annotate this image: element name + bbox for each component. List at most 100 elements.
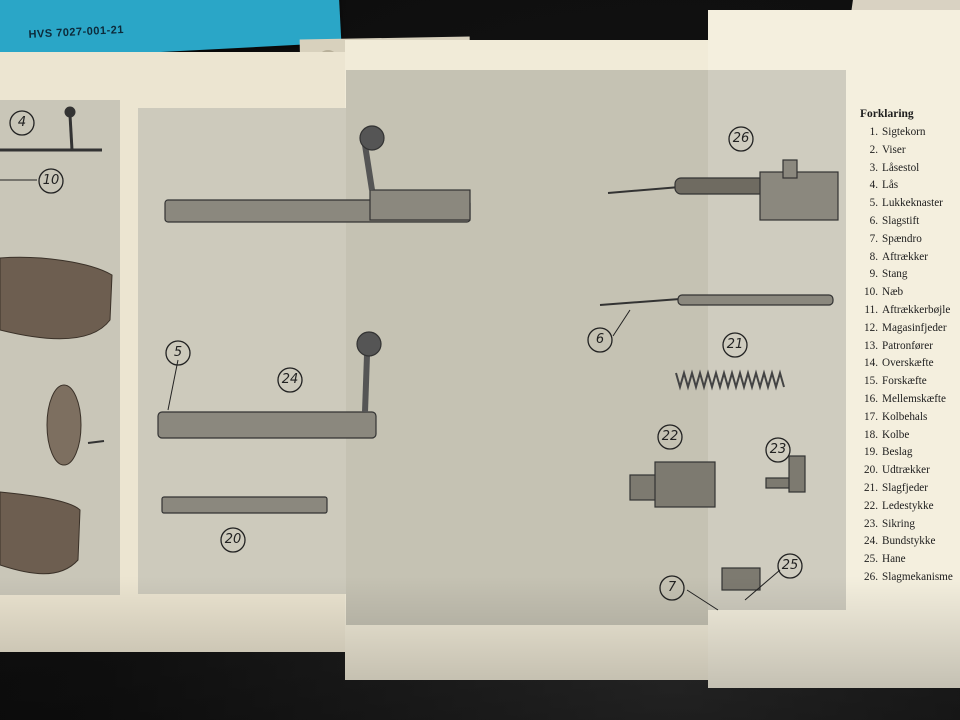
legend-item-number: 25. xyxy=(864,553,878,566)
legend-item: 9. Stang xyxy=(858,266,958,284)
legend-item-label: Sikring xyxy=(882,517,915,530)
callout-23: 23 xyxy=(769,442,787,457)
bolt-assembly-top xyxy=(164,125,471,223)
legend-item-label: Beslag xyxy=(882,446,913,459)
legend-item-label: Forskæfte xyxy=(882,375,927,388)
legend-item-label: Slagstift xyxy=(882,214,920,227)
legend-item: 25. Hane xyxy=(858,551,958,569)
legend-item: 8.Aftrækker xyxy=(858,249,958,267)
callout-21: 21 xyxy=(726,337,744,352)
legend-item-label: Næb xyxy=(882,286,904,299)
callout-10: 10 xyxy=(42,173,60,188)
legend-item-label: Magasinfjeder xyxy=(882,321,947,334)
legend-item-number: 3. xyxy=(869,161,878,174)
callout-26: 26 xyxy=(732,131,750,146)
bolt-head xyxy=(629,461,716,508)
legend-item-label: Stang xyxy=(882,268,908,281)
firing-mechanism xyxy=(607,159,839,221)
legend-item-number: 12. xyxy=(864,321,878,334)
legend-item-number: 18. xyxy=(864,428,878,441)
legend-title: Forklaring xyxy=(860,108,914,120)
mainspring xyxy=(675,369,785,391)
legend-item: 20. Udtrækker xyxy=(858,462,958,480)
leader-lines xyxy=(0,179,781,611)
callout-7: 7 xyxy=(667,580,677,595)
legend-item: 26. Slagmekanisme xyxy=(858,569,958,587)
legend-item-number: 22. xyxy=(864,499,878,512)
bolt-assembly-middle xyxy=(157,331,382,439)
legend-item: 19. Beslag xyxy=(858,444,958,462)
legend-item-number: 20. xyxy=(864,464,878,477)
callout-6: 6 xyxy=(595,332,605,347)
legend-item-label: Slagmekanisme xyxy=(882,570,953,583)
legend-item: 15. Forskæfte xyxy=(858,373,958,391)
photo-plate-parts xyxy=(708,70,846,610)
legend-item: 17.Kolbehals xyxy=(858,409,958,427)
legend-item: 24. Bundstykke xyxy=(858,533,958,551)
legend-item-label: Spændro xyxy=(882,232,922,245)
legend-item-label: Patronfører xyxy=(882,339,933,352)
callout-20: 20 xyxy=(224,532,242,547)
legend-item-number: 21. xyxy=(864,481,878,494)
legend-item: 1.Sigtekorn xyxy=(858,124,958,142)
legend-item: 3. Låsestol xyxy=(858,160,958,178)
legend-item-number: 13. xyxy=(864,339,878,352)
callout-24: 24 xyxy=(281,372,299,387)
legend-item: 5. Lukkeknaster xyxy=(858,195,958,213)
legend-item-label: Viser xyxy=(882,143,906,156)
legend-item-label: Låsestol xyxy=(882,161,920,174)
legend-item: 21. Slagfjeder xyxy=(858,480,958,498)
legend-item-number: 19. xyxy=(864,446,878,459)
legend-item-number: 2. xyxy=(869,143,878,156)
safety-part xyxy=(765,455,806,493)
legend-item: 18. Kolbe xyxy=(858,427,958,445)
stock-pieces xyxy=(0,256,113,575)
legend-item-label: Kolbe xyxy=(882,428,910,441)
legend-item-number: 1. xyxy=(869,126,878,138)
legend-item-number: 17. xyxy=(864,410,878,423)
legend-item-number: 5. xyxy=(869,197,878,210)
legend-item: 2. Viser xyxy=(858,142,958,160)
legend-item-label: Lås xyxy=(882,179,899,192)
legend-item-number: 15. xyxy=(864,375,878,388)
callout-circles xyxy=(9,110,803,601)
legend-item-label: Ledestykke xyxy=(882,499,934,512)
legend-item-number: 4. xyxy=(869,179,878,192)
legend-item: 14.Overskæfte xyxy=(858,355,958,373)
legend-item-number: 26. xyxy=(864,570,878,583)
legend-item: 16.Mellemskæfte xyxy=(858,391,958,409)
legend-item: 13. Patronfører xyxy=(858,338,958,356)
legend-item: 22. Ledestykke xyxy=(858,498,958,516)
legend-item-number: 14. xyxy=(864,357,878,370)
legend-item-label: Bundstykke xyxy=(882,535,936,548)
cocking-piece xyxy=(721,567,761,591)
legend-item-number: 23. xyxy=(864,517,878,530)
legend-item-number: 9. xyxy=(869,268,878,281)
legend-item-number: 11. xyxy=(864,303,878,316)
extractor-part xyxy=(161,496,328,514)
legend-item: 4. Lås xyxy=(858,177,958,195)
legend-item: 7. Spændro xyxy=(858,231,958,249)
legend-item-label: Slagfjeder xyxy=(882,481,928,494)
legend-item-label: Hane xyxy=(882,553,906,566)
callout-4: 4 xyxy=(17,115,27,130)
legend-item-label: Lukkeknaster xyxy=(882,197,943,210)
legend-item-number: 24. xyxy=(864,535,878,548)
callout-25: 25 xyxy=(781,558,799,573)
legend-item: 10. Næb xyxy=(858,284,958,302)
legend-item: 23. Sikring xyxy=(858,516,958,534)
legend-item-label: Mellemskæfte xyxy=(882,392,947,405)
legend-item-number: 6. xyxy=(869,214,878,227)
legend-item-number: 8. xyxy=(869,250,878,263)
legend-item: 11.Aftrækkerbøjle xyxy=(858,302,958,320)
legend-item-label: Udtrækker xyxy=(882,464,930,477)
small-bolt-part xyxy=(0,106,105,444)
callout-5: 5 xyxy=(173,345,183,360)
legend-item: 12. Magasinfjeder xyxy=(858,320,958,338)
legend-item-number: 7. xyxy=(869,232,878,245)
legend-item-number: 10. xyxy=(864,286,878,299)
firing-pin xyxy=(599,294,834,306)
